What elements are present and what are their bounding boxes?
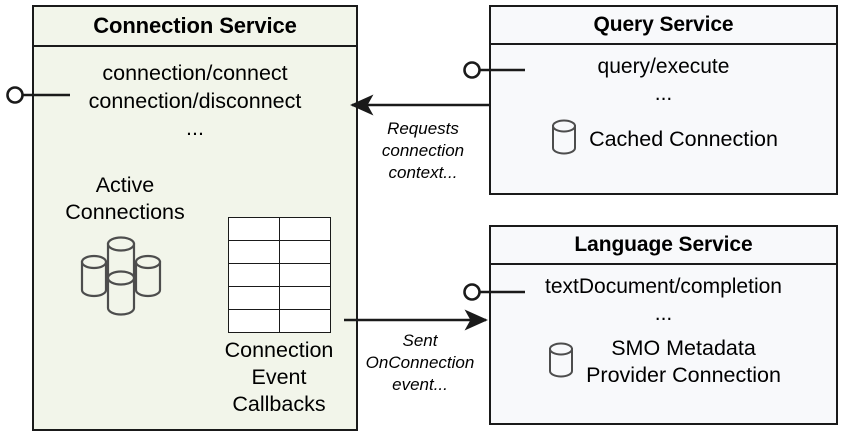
operation-textdocument-completion: textDocument/completion	[545, 275, 782, 298]
operation-connection-disconnect: connection/disconnect	[88, 89, 302, 113]
smo-metadata-provider-label: SMO Metadata Provider Connection	[586, 336, 781, 387]
language-service-title: Language Service	[491, 227, 836, 265]
connection-service-operations: connection/connect connection/disconnect…	[34, 59, 356, 141]
operation-query-execute: query/execute	[597, 55, 730, 78]
language-service-ellipsis: ...	[654, 302, 673, 325]
operation-connection-connect: connection/connect	[102, 61, 288, 85]
component-query-service[interactable]: Query Service query/execute ... Cached C…	[489, 5, 838, 195]
component-language-service[interactable]: Language Service textDocument/completion…	[489, 225, 838, 425]
table-row	[227, 217, 331, 241]
language-service-operations: textDocument/completion ...	[491, 273, 836, 327]
edge-label-requests-connection-context: Requests connection context...	[381, 119, 465, 182]
connection-event-callbacks-label: Connection Event Callbacks	[224, 338, 334, 416]
query-service-title: Query Service	[491, 7, 836, 45]
cached-connection-label: Cached Connection	[589, 127, 778, 151]
table-row	[227, 240, 331, 264]
active-connections-group: Active Connections	[50, 172, 200, 318]
connection-event-callbacks-group: Connection Event Callbacks	[204, 217, 354, 418]
query-service-operations: query/execute ...	[491, 53, 836, 107]
connection-service-title: Connection Service	[34, 7, 356, 47]
smo-metadata-provider-group: SMO Metadata Provider Connection	[491, 335, 836, 389]
database-cylinder-icon	[546, 340, 576, 385]
component-connection-service[interactable]: Connection Service connection/connect co…	[32, 5, 358, 431]
table-row	[227, 286, 331, 310]
table-grid-icon	[227, 217, 331, 333]
table-row	[227, 263, 331, 287]
query-service-ellipsis: ...	[654, 82, 673, 105]
table-row	[227, 309, 331, 333]
edge-label-sent-onconnection-event: Sent OnConnection event...	[365, 331, 475, 394]
database-cylinder-icon	[549, 117, 579, 162]
cached-connection-group: Cached Connection	[491, 117, 836, 162]
database-cylinder-cluster-icon	[70, 230, 180, 318]
active-connections-label: Active Connections	[65, 173, 185, 224]
connection-service-ellipsis: ...	[186, 116, 204, 140]
